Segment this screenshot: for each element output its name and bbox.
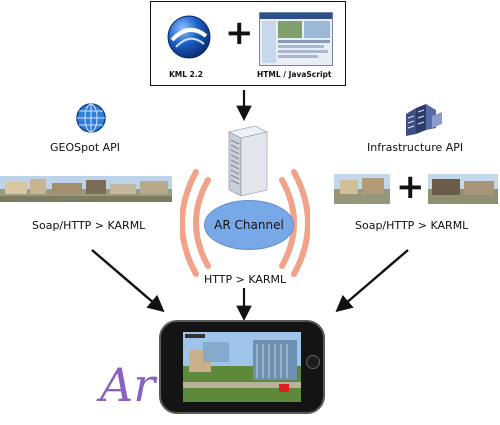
globe-icon [75, 102, 107, 134]
home-button[interactable] [306, 355, 320, 369]
infrastructure-buildings-icon [402, 100, 444, 138]
ar-channel-node: AR Channel [204, 200, 294, 250]
html-javascript-label: HTML / JavaScript [257, 70, 332, 79]
ar-channel-label: AR Channel [214, 218, 284, 232]
plus-sign-top: + [225, 13, 254, 53]
arrow-right-to-phone [335, 249, 409, 313]
google-earth-icon [166, 14, 212, 60]
kml-label: KML 2.2 [169, 70, 203, 79]
ar-logo: Ar [100, 358, 156, 412]
infrastructure-api-label: Infrastructure API [367, 141, 464, 154]
right-protocol-label: Soap/HTTP > KARML [355, 219, 469, 232]
top-content-box: KML 2.2 + HTML / JavaScript [150, 1, 346, 86]
phone-screen [183, 332, 301, 402]
right-panorama-image-1 [334, 174, 390, 204]
smartphone [159, 320, 325, 414]
left-protocol-label: Soap/HTTP > KARML [32, 219, 146, 232]
plus-sign-right: + [396, 167, 425, 207]
left-panorama-image [0, 176, 172, 202]
signal-waves [180, 168, 310, 278]
right-panorama-image-2 [428, 174, 498, 204]
geospot-api-label: GEOSpot API [50, 141, 121, 154]
server-icon [225, 126, 271, 196]
webpage-screenshot-icon [259, 12, 333, 66]
arrow-left-to-phone [91, 249, 165, 313]
center-protocol-label: HTTP > KARML [204, 273, 287, 286]
